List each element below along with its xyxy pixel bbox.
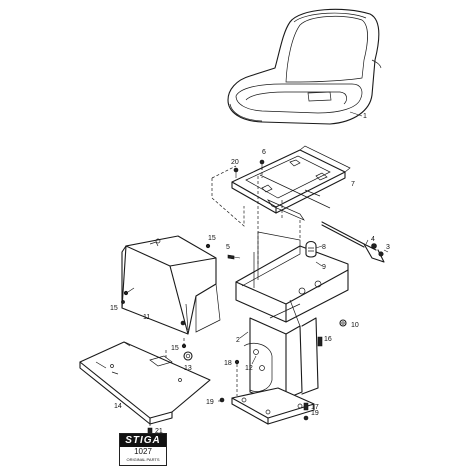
brand-logo: STIGA	[120, 434, 166, 447]
callout-1: 1	[363, 113, 367, 120]
callout-15-upper: 15	[208, 235, 216, 242]
seat-column	[231, 299, 319, 425]
callout-labels: 1 2 3 4 5 6 7 8 9 10 11 12 13 14 15 15 1…	[110, 113, 390, 435]
callout-3: 3	[386, 244, 390, 251]
rear-cover	[121, 235, 221, 335]
callout-10: 10	[351, 322, 359, 329]
callout-11: 11	[143, 314, 150, 321]
callout-8: 8	[322, 244, 326, 251]
seat-support-box	[235, 231, 349, 323]
callout-21: 21	[155, 428, 163, 435]
seat-plate	[231, 145, 351, 221]
seat	[227, 8, 382, 125]
callout-18: 18	[224, 360, 232, 367]
callout-19-right: 19	[311, 410, 319, 417]
callout-16: 16	[324, 336, 332, 343]
shield-panel	[211, 165, 245, 227]
callout-7: 7	[351, 181, 355, 188]
callout-17: 17	[311, 404, 319, 411]
logo-subtitle: ORIGINAL PARTS	[126, 457, 160, 462]
hardware	[121, 159, 347, 435]
callout-13: 13	[184, 365, 192, 372]
callout-6: 6	[262, 149, 266, 156]
callout-14: 14	[114, 403, 122, 410]
callout-2: 2	[236, 337, 240, 344]
adjust-rod	[321, 221, 389, 263]
callout-20: 20	[231, 159, 239, 166]
diagram-code: 1027	[134, 447, 152, 456]
callout-9: 9	[322, 264, 326, 271]
callout-15-left: 15	[110, 305, 118, 312]
callout-4: 4	[371, 236, 375, 243]
callout-19-left: 19	[206, 399, 214, 406]
callout-5: 5	[226, 244, 230, 251]
stiga-logo-box: STIGA 1027 ORIGINAL PARTS	[119, 433, 167, 466]
callout-12: 12	[245, 365, 253, 372]
callout-15-lower: 15	[171, 345, 179, 352]
